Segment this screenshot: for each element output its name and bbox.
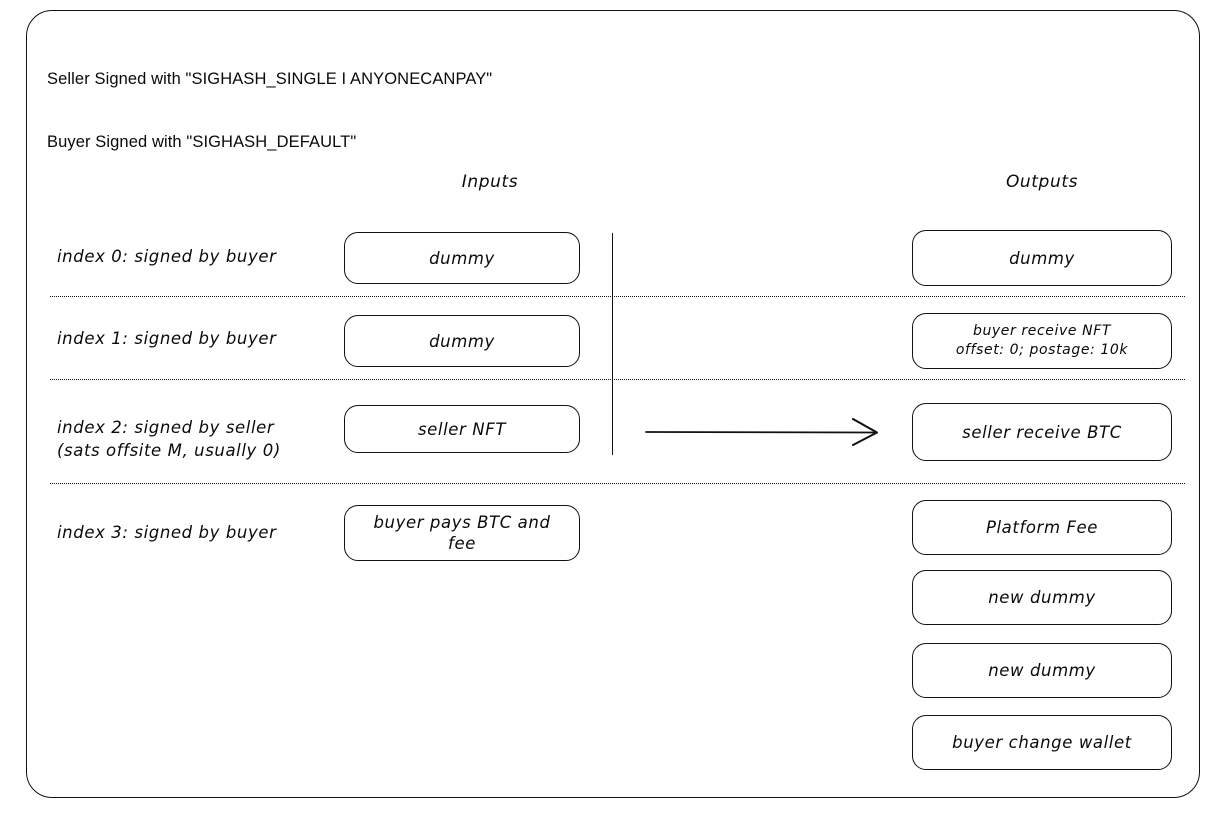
output-node-3[interactable]: Platform Fee xyxy=(912,500,1172,555)
output-node-0[interactable]: dummy xyxy=(912,230,1172,286)
output-node-1[interactable]: buyer receive NFT offset: 0; postage: 10… xyxy=(912,313,1172,369)
row-label-index-1: index 1: signed by buyer xyxy=(57,329,277,348)
flow-arrow-icon xyxy=(645,417,879,447)
output-node-2-label: seller receive BTC xyxy=(962,422,1122,442)
output-node-3-label: Platform Fee xyxy=(985,518,1099,537)
output-node-2[interactable]: seller receive BTC xyxy=(912,403,1172,461)
input-node-3[interactable]: buyer pays BTC and fee xyxy=(344,505,580,561)
row-label-index-0: index 0: signed by buyer xyxy=(57,247,277,266)
output-node-6-label: buyer change wallet xyxy=(952,733,1132,752)
row-label-index-3: index 3: signed by buyer xyxy=(57,523,277,542)
column-divider xyxy=(612,233,613,455)
output-node-1-label: buyer receive NFT offset: 0; postage: 10… xyxy=(955,323,1129,358)
signature-note-line-2: Buyer Signed with "SIGHASH_DEFAULT" xyxy=(47,133,357,151)
signature-note-line-1: Seller Signed with "SIGHASH_SINGLE I ANY… xyxy=(47,70,493,88)
input-node-3-label: buyer pays BTC and fee xyxy=(373,513,551,553)
row-separator-0 xyxy=(50,296,1185,297)
row-separator-1 xyxy=(50,379,1185,380)
input-node-0-label: dummy xyxy=(429,248,495,268)
inputs-column-header: Inputs xyxy=(461,172,519,192)
signature-note: Seller Signed with "SIGHASH_SINGLE I ANY… xyxy=(47,27,492,195)
row-label-index-2: index 2: signed by seller (sats offsite … xyxy=(57,418,281,460)
output-node-5[interactable]: new dummy xyxy=(912,643,1172,698)
output-node-4[interactable]: new dummy xyxy=(912,570,1172,625)
input-node-2-label: seller NFT xyxy=(417,419,506,439)
input-node-1-label: dummy xyxy=(429,331,495,351)
output-node-0-label: dummy xyxy=(1009,248,1075,268)
output-node-5-label: new dummy xyxy=(988,661,1096,680)
input-node-0[interactable]: dummy xyxy=(344,232,580,284)
output-node-4-label: new dummy xyxy=(988,588,1096,607)
outputs-column-header: Outputs xyxy=(1005,172,1079,192)
row-separator-2 xyxy=(50,483,1185,484)
input-node-1[interactable]: dummy xyxy=(344,315,580,367)
output-node-6[interactable]: buyer change wallet xyxy=(912,715,1172,770)
input-node-2[interactable]: seller NFT xyxy=(344,405,580,453)
diagram-outer-frame xyxy=(26,10,1200,798)
